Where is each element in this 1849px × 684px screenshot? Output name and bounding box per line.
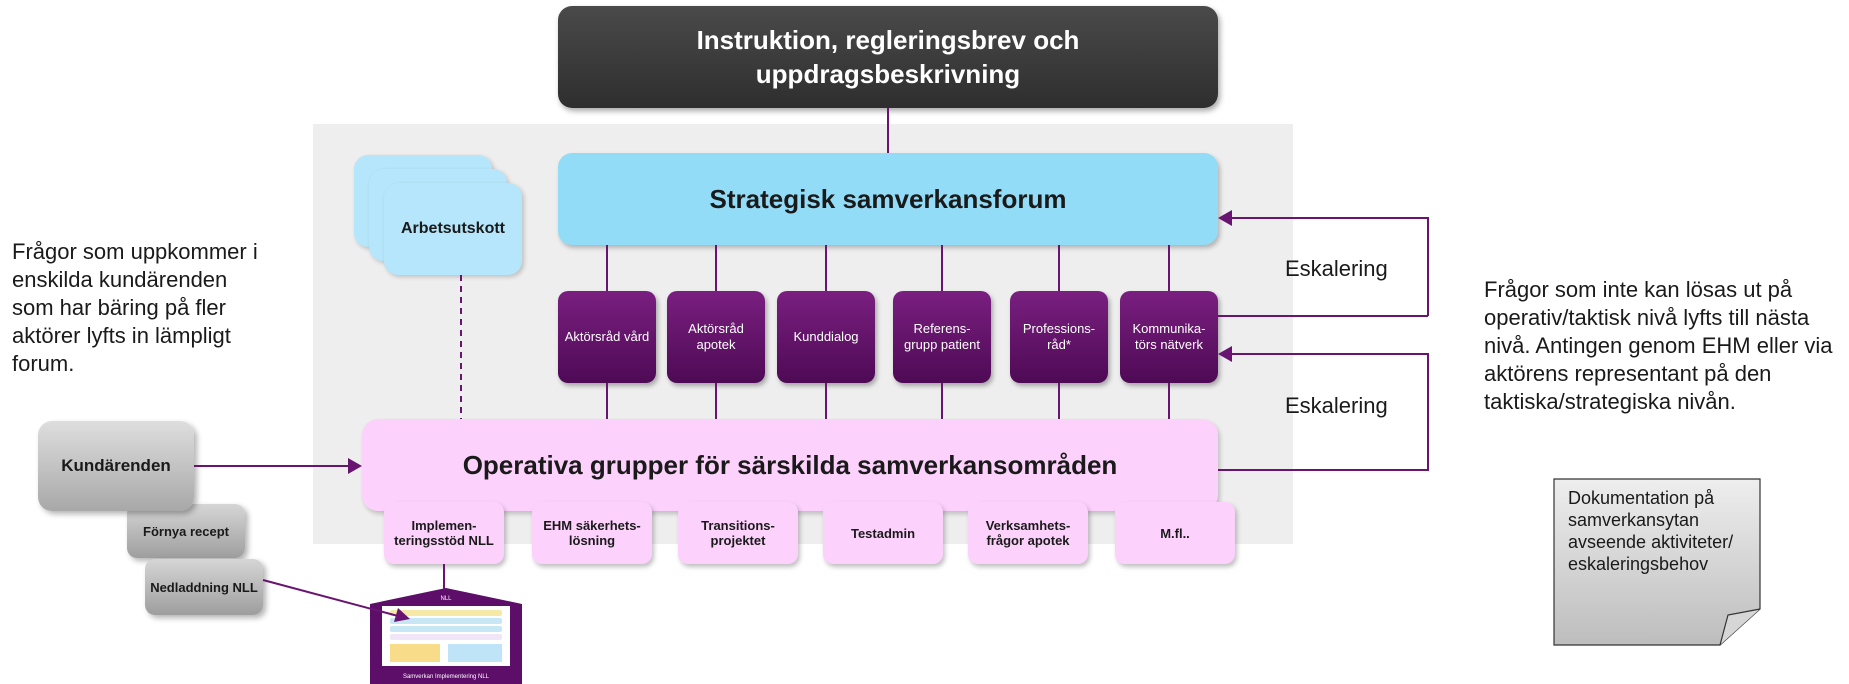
fornya-recept-box: Förnya recept xyxy=(127,504,245,558)
escalation-arrowhead-lower xyxy=(1218,346,1232,362)
subgroup-ehm-sakerhetslosning: EHM säkerhets-lösning xyxy=(532,502,652,564)
subgroup-transitionsprojektet: Transitions-projektet xyxy=(678,502,798,564)
council-referensgrupp-patient: Referens-grupp patient xyxy=(893,291,991,383)
subgroup-verksamhetsfragor-apotek: Verksamhets-frågor apotek xyxy=(968,502,1088,564)
nll-thumbnail-bar xyxy=(390,610,502,616)
escalation-label-upper: Eskalering xyxy=(1285,256,1388,281)
right-description: Frågor som inte kan lösas ut på operativ… xyxy=(1484,277,1833,414)
nll-thumbnail-title: NLL xyxy=(440,596,452,602)
nll-thumbnail-bar xyxy=(390,634,502,640)
documentation-note-shape xyxy=(1553,478,1761,646)
nll-thumbnail: NLL Samverkan Implementering NLL xyxy=(370,588,522,684)
nll-thumbnail-block xyxy=(448,644,502,662)
left-description: Frågor som uppkommer i enskilda kundären… xyxy=(12,239,258,376)
escalation-label-lower: Eskalering xyxy=(1285,393,1388,418)
nll-thumbnail-bar xyxy=(390,618,502,624)
arrowhead-kundarenden xyxy=(348,458,362,474)
subgroup-implementeringsstod-nll: Implemen-teringsstöd NLL xyxy=(384,502,504,564)
operative-groups-box: Operativa grupper för särskilda samverka… xyxy=(362,419,1218,511)
documentation-note: Dokumentation på samverkansytan avseende… xyxy=(1568,488,1734,574)
subgroup-mfl: M.fl.. xyxy=(1115,502,1235,564)
nedladdning-nll-box: Nedladdning NLL xyxy=(145,559,263,615)
council-professionsrad: Professions-råd* xyxy=(1010,291,1108,383)
arbetsutskott-box: Arbetsutskott xyxy=(384,183,522,275)
instruction-box: Instruktion, regleringsbrev och uppdrags… xyxy=(558,6,1218,108)
escalation-arrowhead-upper xyxy=(1218,210,1232,226)
strategic-forum-box: Strategisk samverkansforum xyxy=(558,153,1218,245)
arrowhead-nedladdning xyxy=(394,608,410,622)
nll-thumbnail-footer: Samverkan Implementering NLL xyxy=(402,674,490,680)
kundarenden-box: Kundärenden xyxy=(38,421,194,511)
council-kommunikatorsnatverk: Kommunika-törs nätverk xyxy=(1120,291,1218,383)
arrow-nedladdning-nll xyxy=(262,579,399,617)
subgroup-testadmin: Testadmin xyxy=(823,502,943,564)
escalation-loop-lower xyxy=(1218,353,1429,471)
council-kunddialog: Kunddialog xyxy=(777,291,875,383)
council-aktorsrad-vard: Aktörsråd vård xyxy=(558,291,656,383)
council-aktorsrad-apotek: Aktörsråd apotek xyxy=(667,291,765,383)
nll-thumbnail-block xyxy=(390,644,440,662)
nll-thumbnail-bar xyxy=(390,626,502,632)
escalation-loop-upper xyxy=(1232,217,1429,316)
